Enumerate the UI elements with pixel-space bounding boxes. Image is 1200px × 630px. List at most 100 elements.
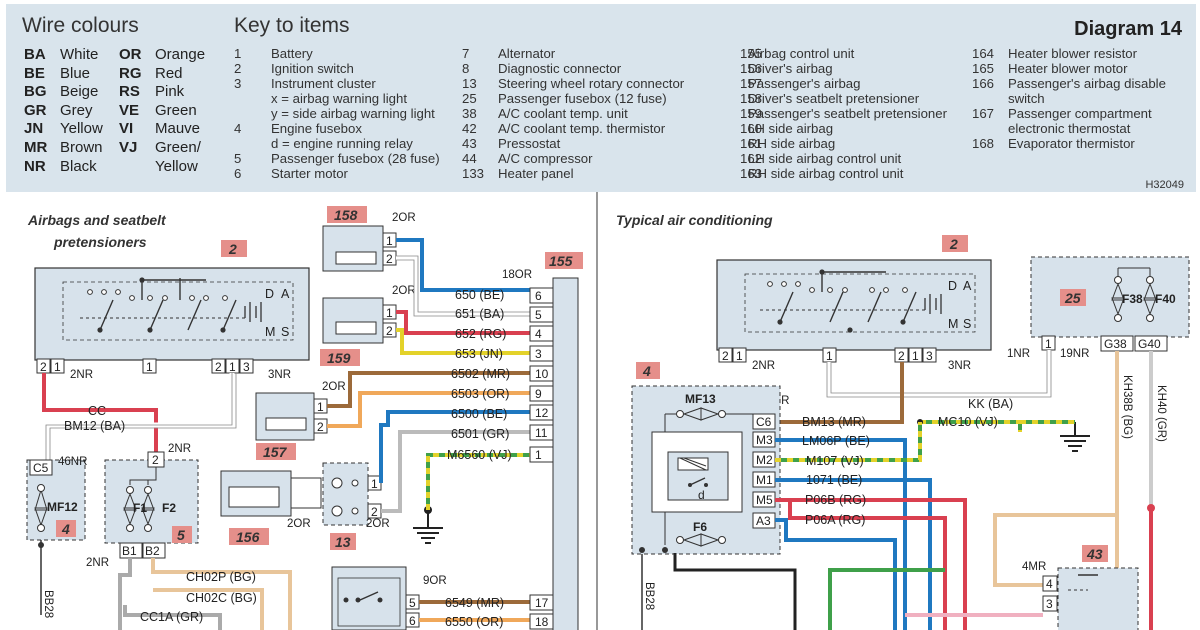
key-item-text: RH side airbag [748, 136, 836, 151]
wire-colour-name-continued: Yellow [155, 157, 198, 175]
svg-text:19NR: 19NR [1060, 348, 1089, 360]
svg-text:2: 2 [215, 360, 222, 374]
left-panel-title-line2: pretensioners [53, 234, 147, 250]
wire-cc-label: CC [88, 404, 106, 418]
wire-colour-name: Beige [60, 83, 99, 101]
key-item-number: 42 [462, 121, 477, 136]
svg-text:6502 (MR): 6502 (MR) [451, 367, 510, 381]
svg-text:6550 (OR): 6550 (OR) [445, 615, 503, 629]
svg-text:2: 2 [317, 420, 324, 434]
wire-colour-name: Yellow [60, 120, 103, 138]
svg-text:P06A (RG): P06A (RG) [805, 513, 865, 527]
earth-46nr-left: 46NR [58, 456, 87, 468]
svg-text:4: 4 [61, 521, 70, 537]
key-item-text: Airbag control unit [748, 46, 855, 61]
svg-text:KH38B (BG): KH38B (BG) [1121, 375, 1133, 439]
ecu-pin [529, 613, 554, 630]
ecu-pin [529, 306, 554, 323]
ecu-pin [529, 446, 554, 463]
svg-text:2OR: 2OR [392, 212, 416, 224]
tag-13: 13 [335, 534, 351, 550]
svg-text:G38: G38 [1104, 337, 1127, 351]
svg-text:1: 1 [736, 349, 743, 363]
wire-bb28-left-label: BB28 [42, 590, 54, 618]
svg-text:KH40 (GR): KH40 (GR) [1155, 385, 1167, 442]
tag-ignition-right: 2 [949, 236, 958, 252]
svg-text:M2: M2 [756, 453, 773, 467]
left-panel-title-line1: Airbags and seatbelt [27, 212, 167, 228]
earth-3nr-left: 3NR [268, 369, 291, 381]
svg-text:650 (BE): 650 (BE) [455, 288, 504, 302]
key-item-number: 158 [740, 91, 763, 106]
svg-text:2NR: 2NR [752, 360, 775, 372]
tag-157: 157 [263, 444, 288, 460]
wire-colour-name: Black [60, 157, 97, 175]
svg-text:F38: F38 [1122, 292, 1143, 306]
svg-text:M1: M1 [756, 473, 773, 487]
driver-airbag [220, 470, 322, 517]
wire-colour-code: VE [119, 101, 140, 119]
svg-text:F2: F2 [162, 501, 176, 515]
wire-colour-name: Orange [155, 46, 206, 63]
wire-colour-code: BG [24, 83, 47, 101]
passenger-fusebox-12: 25 F38 F40 G38 G40 [1030, 256, 1190, 352]
svg-text:2OR: 2OR [366, 518, 390, 530]
heater-panel-switch: 5 6 [331, 566, 420, 630]
key-item-text: Heater panel [498, 166, 574, 181]
svg-text:25: 25 [1064, 290, 1081, 306]
svg-text:KK (BA): KK (BA) [968, 397, 1013, 411]
ecu-pin [529, 404, 554, 421]
svg-text:D: D [265, 287, 274, 301]
ecu-pin-label: 11 [535, 426, 548, 440]
key-item-number: 165 [972, 61, 995, 76]
key-item-number: 44 [462, 151, 477, 166]
key-item-number: 163 [740, 166, 763, 181]
key-item-text: Passenger compartment [1008, 106, 1152, 121]
svg-text:6: 6 [409, 614, 416, 628]
key-item-number: 7 [462, 46, 470, 61]
wire-colour-code: MR [24, 138, 48, 156]
svg-text:651 (BA): 651 (BA) [455, 307, 504, 321]
key-item-text: y = side airbag warning light [271, 106, 435, 121]
svg-text:1: 1 [386, 306, 393, 320]
key-item-number: 2 [234, 61, 242, 76]
svg-text:D: D [948, 279, 957, 293]
svg-text:4MR: 4MR [1022, 561, 1046, 573]
key-item-text: Driver's airbag [748, 61, 833, 76]
svg-text:A3: A3 [756, 514, 771, 528]
earth-2nr-left: 2NR [70, 369, 93, 381]
key-item-text: Engine fusebox [271, 121, 362, 136]
svg-text:1: 1 [146, 360, 153, 374]
ecu-pin [529, 365, 554, 382]
right-panel-title: Typical air conditioning [616, 212, 773, 228]
ignition-switch-left: D A M S [34, 267, 310, 361]
key-item-number: 8 [462, 61, 470, 76]
svg-text:4: 4 [642, 363, 651, 379]
tag-159: 159 [327, 350, 351, 366]
key-item-text: Steering wheel rotary connector [498, 76, 685, 91]
svg-text:5: 5 [409, 596, 416, 610]
svg-text:2NR: 2NR [86, 557, 109, 569]
svg-text:18OR: 18OR [502, 269, 532, 281]
svg-text:3: 3 [243, 360, 250, 374]
svg-text:652 (RG): 652 (RG) [455, 327, 506, 341]
svg-text:43: 43 [1086, 546, 1103, 562]
wire-colour-name: Green/ [155, 138, 201, 156]
ecu-pin [529, 325, 554, 342]
passenger-airbag: 1 2 [255, 392, 328, 441]
wire-colour-entry: BG Beige [24, 83, 103, 102]
svg-text:1071 (BE): 1071 (BE) [806, 473, 862, 487]
key-item-number: 1 [234, 46, 242, 61]
key-item-text: Heater blower resistor [1008, 46, 1137, 61]
